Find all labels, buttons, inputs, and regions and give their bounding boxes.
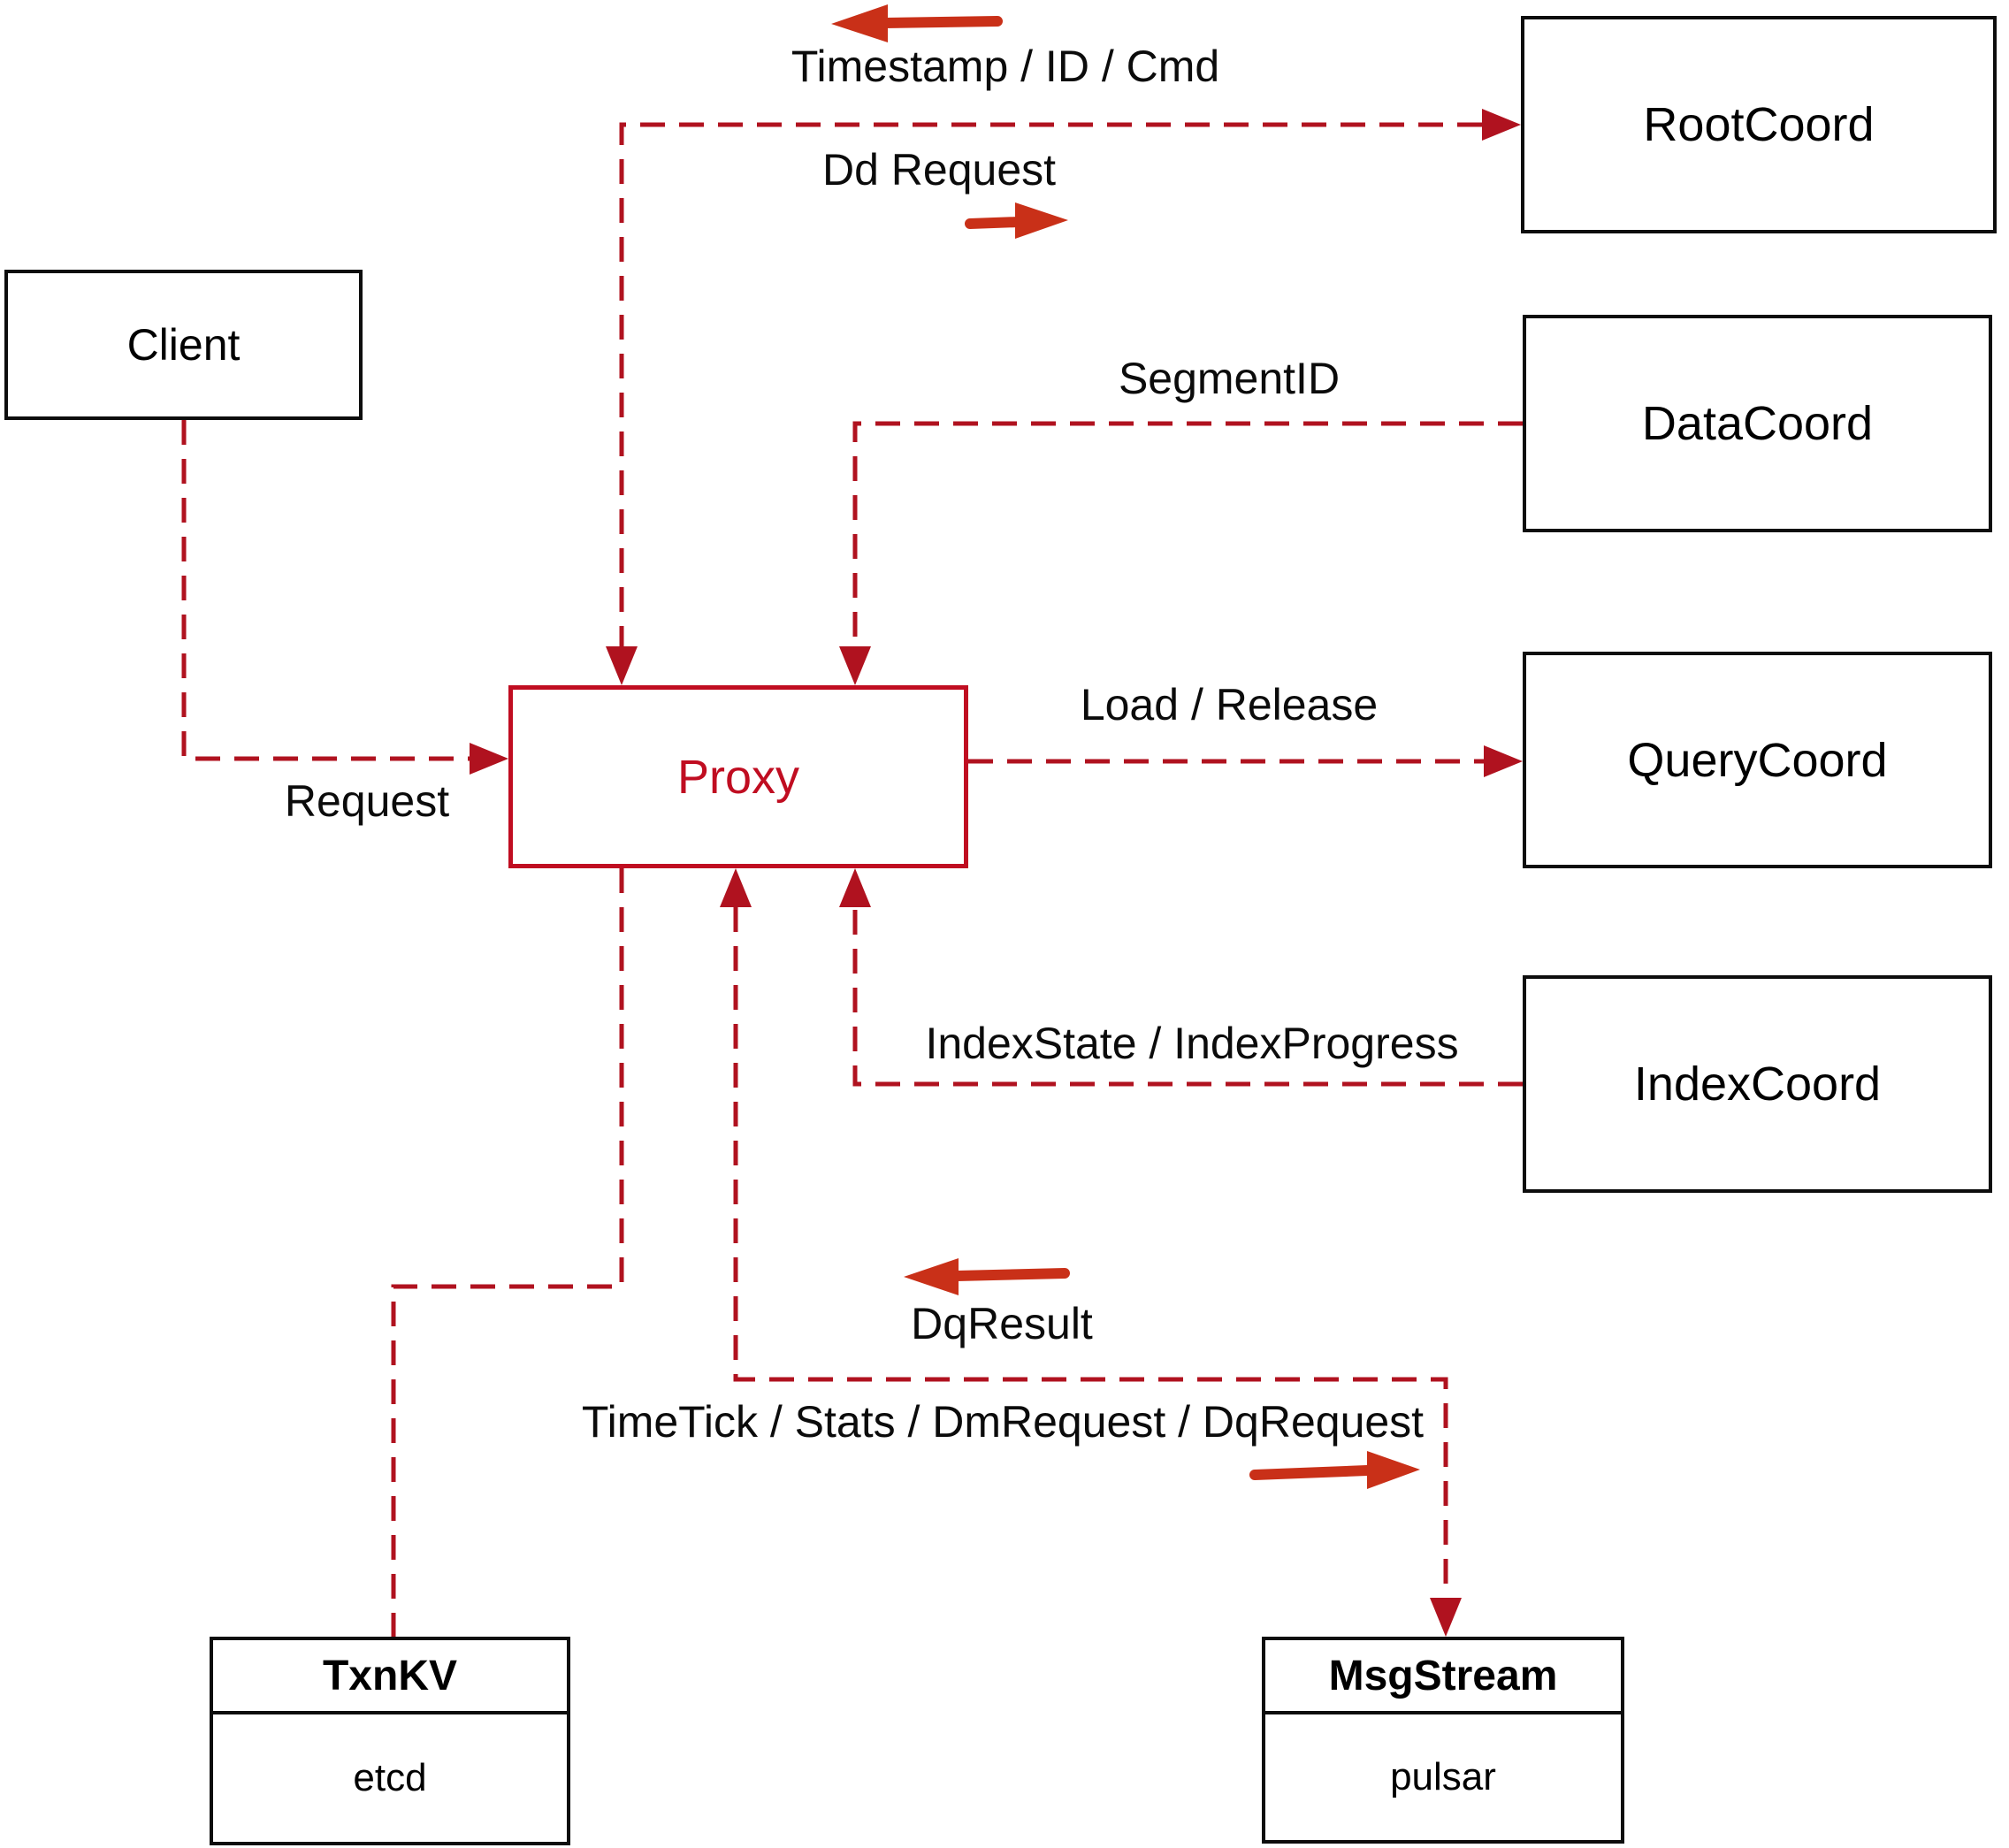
- node-msgstream: MsgStream pulsar: [1262, 1637, 1624, 1844]
- connector-client-proxy: [181, 420, 470, 761]
- node-proxy: Proxy: [508, 685, 968, 868]
- node-txnkv-title: TxnKV: [213, 1640, 567, 1714]
- node-querycoord-label: QueryCoord: [1627, 733, 1888, 787]
- arrowhead-into-proxy-left: [470, 743, 508, 775]
- node-querycoord: QueryCoord: [1523, 652, 1992, 868]
- node-msgstream-impl: pulsar: [1390, 1755, 1496, 1798]
- node-client-label: Client: [126, 320, 241, 370]
- arrowhead-into-querycoord: [1484, 745, 1523, 777]
- node-rootcoord-label: RootCoord: [1643, 98, 1875, 151]
- edge-label-request: Request: [284, 776, 450, 826]
- edge-label-dd-request: Dd Request: [821, 145, 1057, 195]
- edge-label-index-state: IndexState / IndexProgress: [925, 1019, 1459, 1068]
- timestamp-direction-left-arrow-icon: [831, 4, 1003, 42]
- dd-request-direction-right-arrow-icon: [965, 202, 1068, 239]
- node-client: Client: [4, 270, 363, 420]
- node-txnkv-impl: etcd: [353, 1756, 427, 1799]
- connector-indexcoord-proxy: [852, 907, 1523, 1087]
- direction-arrows: [831, 4, 1420, 1489]
- node-indexcoord: IndexCoord: [1523, 975, 1992, 1193]
- node-txnkv: TxnKV etcd: [210, 1637, 570, 1845]
- edge-label-dq-result: DqResult: [911, 1299, 1093, 1348]
- connector-proxy-txnkv: [391, 868, 624, 1637]
- node-indexcoord-label: IndexCoord: [1633, 1058, 1882, 1111]
- arrowhead-into-msgstream: [1430, 1598, 1462, 1637]
- edge-label-load-release: Load / Release: [1080, 680, 1379, 729]
- connector-proxy-msgstream: [733, 907, 1448, 1598]
- arrowhead-into-rootcoord: [1482, 109, 1521, 141]
- connector-datacoord-proxy: [852, 421, 1523, 646]
- edge-label-segment-id: SegmentID: [1118, 354, 1341, 403]
- connector-proxy-rootcoord: [619, 122, 1482, 646]
- edge-label-timestamp: Timestamp / ID / Cmd: [791, 42, 1220, 91]
- arrowhead-into-proxy-top-left: [606, 646, 638, 685]
- arrowhead-into-proxy-bottom-mid: [720, 868, 752, 907]
- dq-result-direction-left-arrow-icon: [904, 1258, 1070, 1295]
- node-datacoord-label: DataCoord: [1641, 397, 1874, 450]
- node-msgstream-title: MsgStream: [1265, 1640, 1621, 1714]
- arrowhead-into-proxy-bottom-right: [839, 868, 871, 907]
- edge-label-time-tick: TimeTick / Stats / DmRequest / DqRequest: [581, 1397, 1425, 1447]
- node-datacoord: DataCoord: [1523, 315, 1992, 532]
- node-rootcoord: RootCoord: [1521, 16, 1997, 233]
- node-proxy-label: Proxy: [676, 750, 800, 804]
- time-tick-direction-right-arrow-icon: [1249, 1451, 1420, 1489]
- arrowhead-into-proxy-top-right: [839, 646, 871, 685]
